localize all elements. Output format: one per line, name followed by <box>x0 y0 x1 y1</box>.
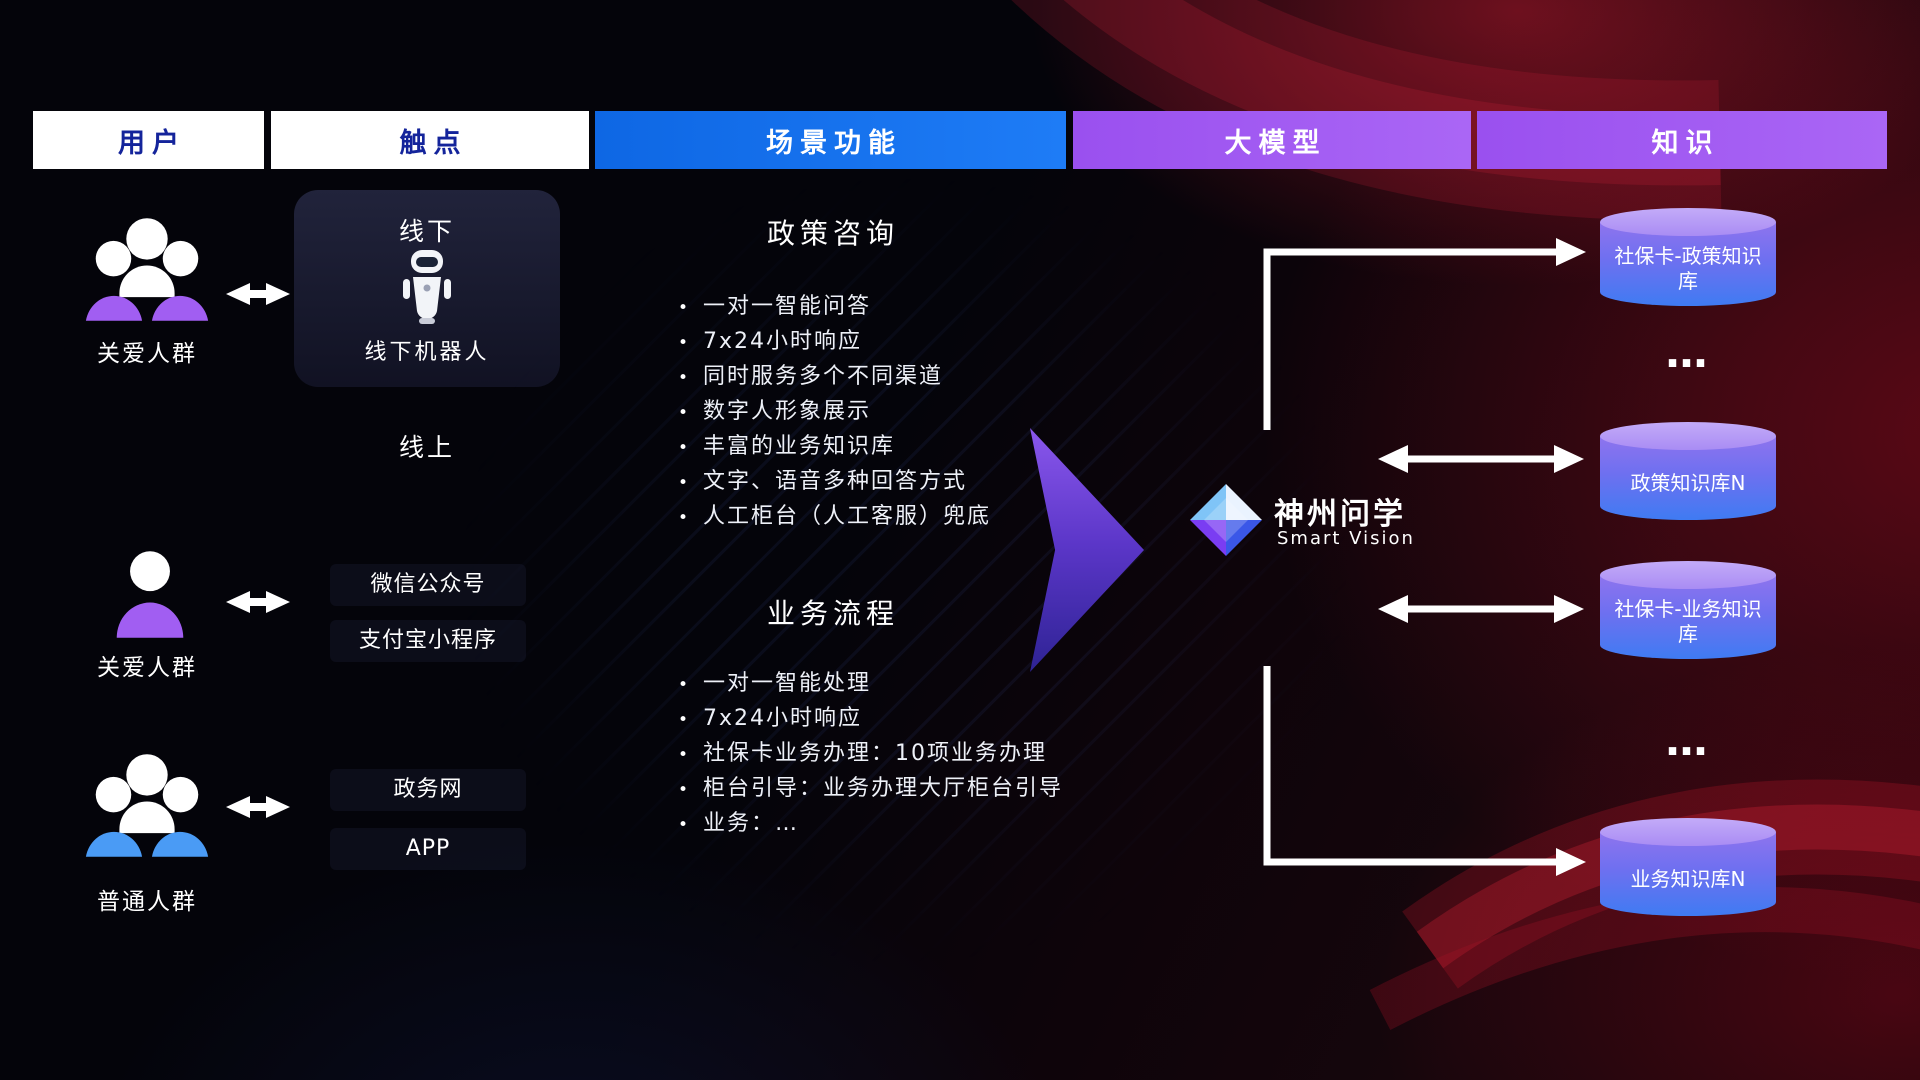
scenario-item: 丰富的业务知识库 <box>678 430 991 465</box>
database-icon <box>1600 222 1776 306</box>
general-group-label: 普通人群 <box>97 889 197 915</box>
online-title: 线上 <box>398 433 455 462</box>
scenario-item: 人工柜台（人工客服）兜底 <box>678 500 991 535</box>
header-knowledge: 知识 <box>1477 111 1887 169</box>
scenario-policy-title: 政策咨询 <box>766 217 899 250</box>
robot-icon <box>403 250 451 324</box>
scenario-item: 7x24小时响应 <box>678 325 991 360</box>
touchpoint-alipay: 支付宝小程序 <box>330 620 526 662</box>
database-icon-top <box>1600 208 1776 236</box>
database-icon-top <box>1600 422 1776 450</box>
model-name: 神州问学 <box>1274 497 1406 532</box>
db-label: 政策知识库N <box>1630 470 1746 495</box>
touchpoint-wechat: 微信公众号 <box>330 564 526 606</box>
scenario-item: 业务：… <box>678 807 1063 842</box>
care-person-icon <box>116 551 184 638</box>
db-policy-social-card: 社保卡-政策知识库 <box>1600 208 1776 306</box>
offline-title: 线下 <box>398 217 455 246</box>
database-icon <box>1600 832 1776 916</box>
touchpoint-gov-web: 政务网 <box>330 769 526 811</box>
scenario-item: 文字、语音多种回答方式 <box>678 465 991 500</box>
smart-vision-logo-icon <box>1190 484 1262 556</box>
ellipsis-dots: … <box>1665 328 1711 377</box>
header-model: 大模型 <box>1073 111 1471 169</box>
database-icon <box>1600 575 1776 659</box>
care-person-label: 关爱人群 <box>97 655 197 681</box>
header-users: 用户 <box>33 111 264 169</box>
db-label: 业务知识库N <box>1630 866 1746 891</box>
diagonal-streaks-decoration <box>330 60 1480 1080</box>
header-scenario: 场景功能 <box>595 111 1066 169</box>
offline-robot-label: 线下机器人 <box>364 340 490 365</box>
db-policy-n: 政策知识库N <box>1600 422 1776 520</box>
care-group-icon <box>85 218 209 321</box>
model-subtitle: Smart Vision <box>1277 528 1415 549</box>
scenario-item: 一对一智能问答 <box>678 290 991 325</box>
database-icon <box>1600 436 1776 520</box>
header-touchpoints: 触点 <box>271 111 589 169</box>
scenario-business-title: 业务流程 <box>766 597 899 630</box>
db-business-n: 业务知识库N <box>1600 818 1776 916</box>
db-label: 社保卡-业务知识库 <box>1614 597 1762 646</box>
database-icon-top <box>1600 818 1776 846</box>
database-icon-top <box>1600 561 1776 589</box>
scenario-item: 7x24小时响应 <box>678 702 1063 737</box>
scenario-item: 社保卡业务办理：10项业务办理 <box>678 737 1063 772</box>
touchpoint-app: APP <box>330 828 526 870</box>
ellipsis-dots: … <box>1665 716 1711 765</box>
general-group-icon <box>85 754 209 857</box>
db-label: 社保卡-政策知识库 <box>1614 244 1762 293</box>
scenario-item: 数字人形象展示 <box>678 395 991 430</box>
scenario-item: 同时服务多个不同渠道 <box>678 360 991 395</box>
scenario-policy-list: 一对一智能问答 7x24小时响应 同时服务多个不同渠道 数字人形象展示 丰富的业… <box>678 290 991 535</box>
care-group-label: 关爱人群 <box>97 341 197 367</box>
db-business-social-card: 社保卡-业务知识库 <box>1600 561 1776 659</box>
scenario-item: 柜台引导：业务办理大厅柜台引导 <box>678 772 1063 807</box>
scenario-business-list: 一对一智能处理 7x24小时响应 社保卡业务办理：10项业务办理 柜台引导：业务… <box>678 667 1063 842</box>
scenario-item: 一对一智能处理 <box>678 667 1063 702</box>
